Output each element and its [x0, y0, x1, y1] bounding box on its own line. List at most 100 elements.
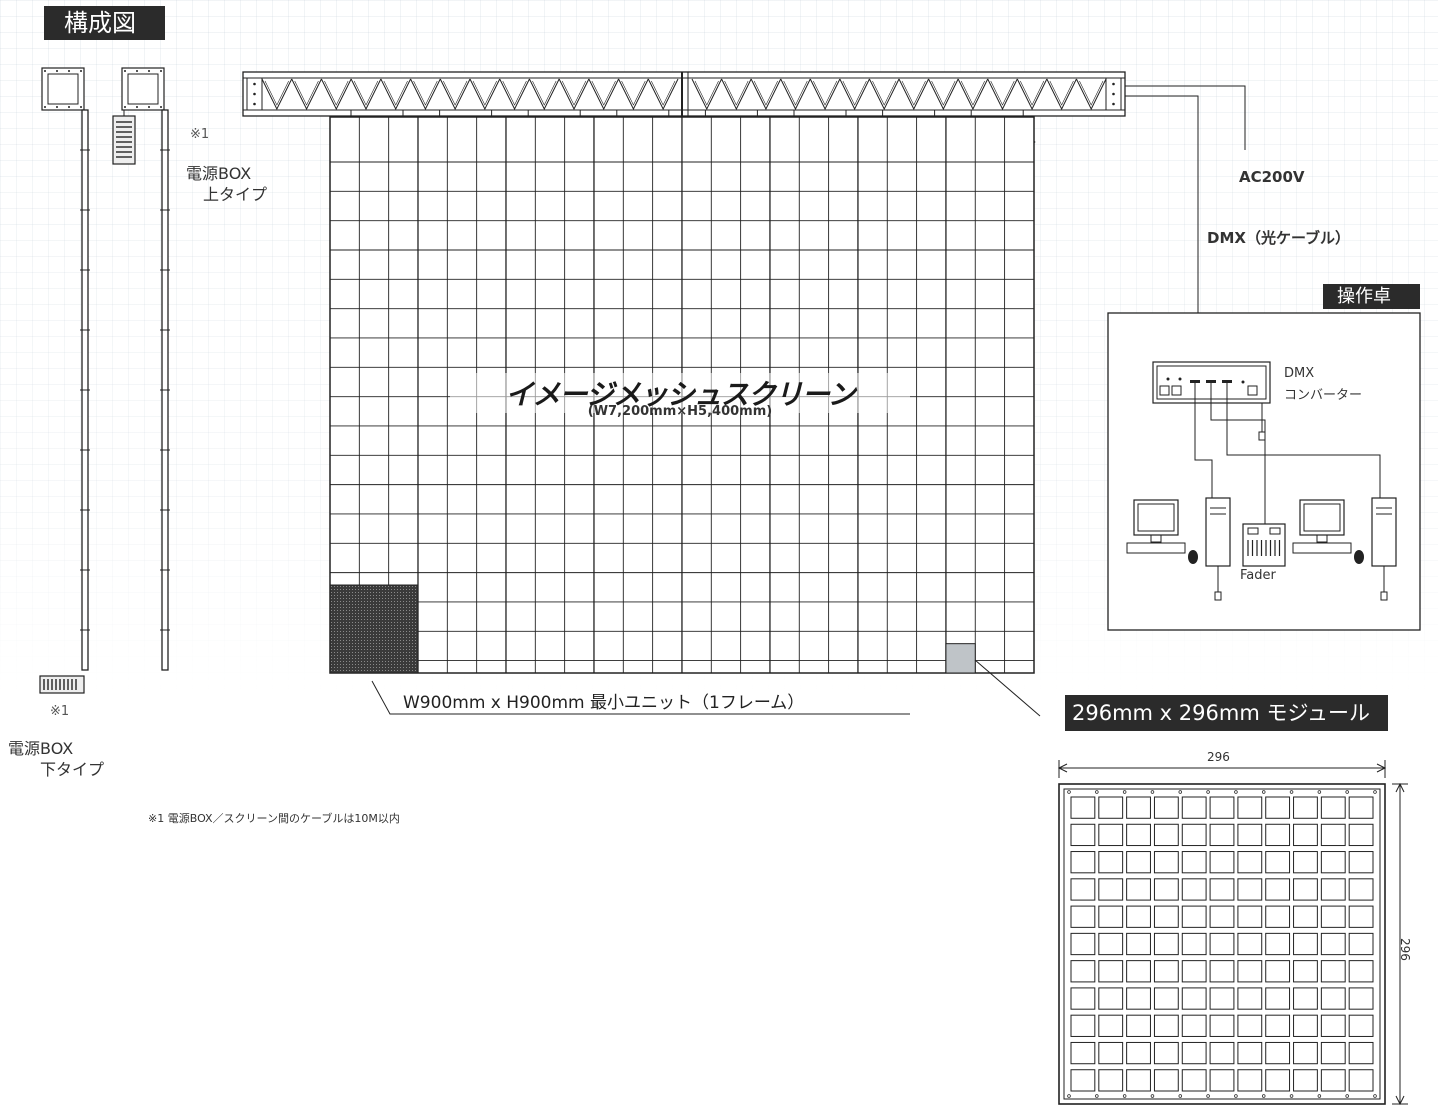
module-pixel-cell: [1265, 932, 1291, 956]
module-pixel-cell: [1320, 796, 1346, 819]
truss-web-inner: [651, 80, 676, 106]
module-mount-hole: [1206, 790, 1210, 794]
pc-stand: [1150, 534, 1162, 543]
power-cable: [1125, 85, 1246, 150]
truss-web: [898, 78, 930, 111]
converter-jack: [1222, 380, 1232, 383]
module-pixel-cell: [1293, 823, 1318, 847]
module-pixel-cell: [1293, 960, 1318, 983]
truss-web: [528, 78, 560, 111]
converter-led: [1241, 380, 1245, 384]
truss-end-plate: [1105, 77, 1122, 111]
module-pixel-cell: [1126, 987, 1151, 1010]
converter-jack: [1206, 380, 1216, 383]
side-frame-plate: [121, 67, 165, 111]
module-pixel-cell: [1348, 796, 1374, 819]
pc-monitor: [1133, 499, 1179, 536]
power-box-bottom-label-line2: 下タイプ: [40, 760, 105, 779]
module-mount-hole: [1345, 790, 1349, 794]
side-frame-bolt: [56, 106, 58, 108]
truss-web: [439, 78, 471, 111]
module-mount-hole: [1317, 1094, 1322, 1098]
console-title-text: 操作卓: [1337, 286, 1391, 307]
module-pixel-cell: [1237, 851, 1263, 874]
module-pixel-cell: [1070, 1014, 1096, 1037]
module-pixel-cell: [1209, 1069, 1235, 1092]
arrow-head: [1376, 763, 1387, 773]
converter-port: [1159, 385, 1170, 396]
truss-web: [499, 78, 530, 111]
module-pixel-cell: [1237, 960, 1263, 983]
side-frame-bolt: [56, 70, 58, 72]
module-pixel-cell: [1293, 878, 1318, 901]
module-pixel-cell: [1209, 1014, 1235, 1037]
truss-web: [721, 78, 752, 111]
module-pixel-cell: [1070, 796, 1096, 819]
module-pixel-cell: [1293, 932, 1318, 956]
truss-web: [320, 78, 352, 111]
truss-end-plate: [246, 77, 263, 111]
module-callout: 296mm x 296mm モジュール: [1065, 695, 1388, 731]
module-pixel-cell: [1098, 851, 1124, 874]
module-pixel-cell: [1265, 878, 1291, 901]
side-frame-bolt: [148, 106, 150, 108]
plug: [1380, 591, 1388, 601]
truss-web-inner: [383, 80, 408, 106]
truss-web: [928, 78, 959, 111]
truss-bolt: [1112, 92, 1115, 96]
module-pixel-cell: [1209, 1041, 1235, 1065]
truss-web-inner: [872, 80, 897, 106]
module-mount-hole: [1345, 1094, 1349, 1098]
power-box-top-label-line1: 電源BOX: [186, 164, 252, 183]
console-title: 操作卓: [1323, 284, 1420, 309]
module-pixel-cell: [1098, 905, 1124, 928]
unit-callout: W900mm x H900mm 最小ユニット（1フレーム）: [403, 693, 805, 713]
module-leader-line: [974, 659, 1041, 717]
truss-web-inner: [694, 80, 719, 106]
module-mount-hole: [1150, 790, 1155, 794]
pc-keyboard: [1292, 542, 1352, 554]
module-mount-hole: [1067, 1094, 1071, 1098]
module-pixel-cell: [1320, 878, 1346, 901]
module-pixel-cell: [1098, 932, 1124, 956]
module-pixel-cell: [1209, 851, 1235, 874]
module-pixel-cell: [1265, 851, 1291, 874]
truss-bolt: [253, 102, 256, 106]
module-pixel-cell: [1237, 905, 1263, 928]
module-pixel-cell: [1098, 878, 1124, 901]
module-pixel-cell: [1265, 1014, 1291, 1037]
module-height-dim: 296: [1398, 938, 1412, 961]
side-frame-bolt: [136, 106, 138, 108]
module-pixel-cell: [1237, 1041, 1263, 1065]
truss-web-inner: [960, 80, 985, 106]
module-pixel-cell: [1153, 905, 1179, 928]
module-mount-hole: [1150, 1094, 1155, 1098]
module-pixel-cell: [1209, 987, 1235, 1010]
pc-monitor: [1299, 499, 1345, 536]
side-frame-bolt: [148, 70, 150, 72]
module-pixel-cell: [1153, 932, 1179, 956]
truss-web: [647, 78, 679, 111]
truss-web: [588, 78, 620, 111]
module-pixel-cell: [1181, 1069, 1207, 1092]
truss-web-inner: [561, 80, 587, 106]
screen-size: (W7,200mm×H5,400mm): [587, 404, 773, 419]
screen-name: イメージメッシュスクリーン: [450, 373, 910, 413]
truss-web-inner: [990, 80, 1015, 106]
module-mount-hole: [1067, 790, 1071, 794]
truss-web: [618, 78, 649, 111]
module-pixel-cell: [1153, 960, 1179, 983]
truss-web: [380, 78, 412, 111]
power-box-side-views: [39, 67, 170, 694]
module-pixel-cell: [1265, 1069, 1291, 1092]
module-pixel-cell: [1320, 1014, 1346, 1037]
cables: [1125, 85, 1246, 315]
side-frame-bolt: [124, 70, 126, 72]
truss-frame: [242, 71, 1126, 117]
truss-bolt: [1112, 82, 1115, 86]
side-frame-bolt: [160, 70, 162, 72]
power-box-bottom-label-line1: 電源BOX: [8, 739, 74, 758]
module-pixel-cell: [1070, 878, 1096, 901]
truss-web-inner: [502, 80, 527, 106]
module-pixel-cell: [1153, 823, 1179, 847]
